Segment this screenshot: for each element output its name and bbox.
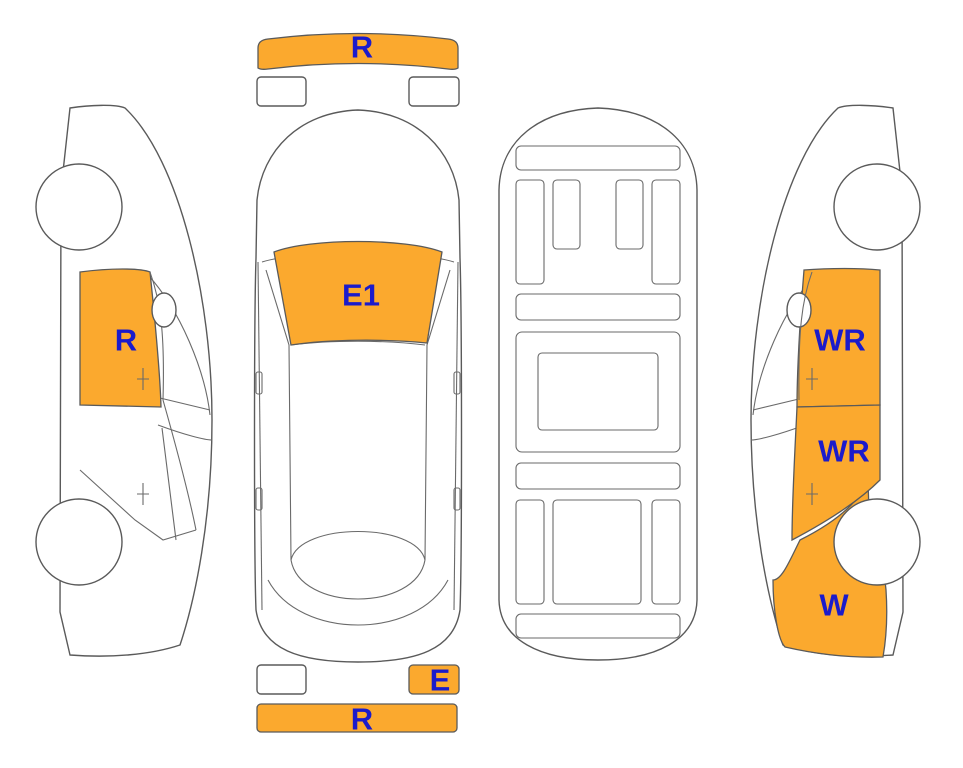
right-rear-wheel[interactable] — [833, 498, 921, 586]
right-rear-door-panel[interactable] — [791, 404, 881, 542]
rear-right-lamp[interactable] — [408, 664, 460, 695]
right-rear-quarter-label: W — [819, 588, 849, 623]
front-right-lamp[interactable] — [408, 76, 460, 107]
front-left-lamp[interactable] — [256, 76, 307, 107]
right-side-view: WR WR W — [750, 104, 921, 658]
underbody-view — [498, 107, 698, 661]
rear-right-lamp-label: E — [430, 663, 451, 698]
rear-bumper-group: E R — [256, 663, 460, 737]
left-rear-wheel[interactable] — [35, 498, 123, 586]
front-bumper-group: R — [256, 30, 460, 107]
right-front-wheel[interactable] — [833, 163, 921, 251]
underbody-outline[interactable] — [498, 107, 698, 661]
rear-bumper-panel[interactable] — [256, 703, 458, 733]
left-side-view: R — [35, 104, 213, 657]
windshield-label: E1 — [342, 278, 380, 313]
rear-bumper-label: R — [351, 702, 373, 737]
rear-left-lamp[interactable] — [256, 664, 307, 695]
top-view-car: E1 — [253, 109, 463, 663]
front-bumper-panel[interactable] — [257, 32, 459, 70]
left-front-wheel[interactable] — [35, 163, 123, 251]
left-front-door-label: R — [115, 323, 137, 358]
windshield-panel[interactable] — [273, 240, 443, 346]
left-front-door-panel[interactable] — [79, 268, 162, 408]
front-bumper-label: R — [351, 30, 373, 65]
right-front-door-label: WR — [814, 323, 866, 358]
right-rear-door-label: WR — [818, 434, 870, 469]
top-view-body[interactable] — [253, 109, 463, 663]
